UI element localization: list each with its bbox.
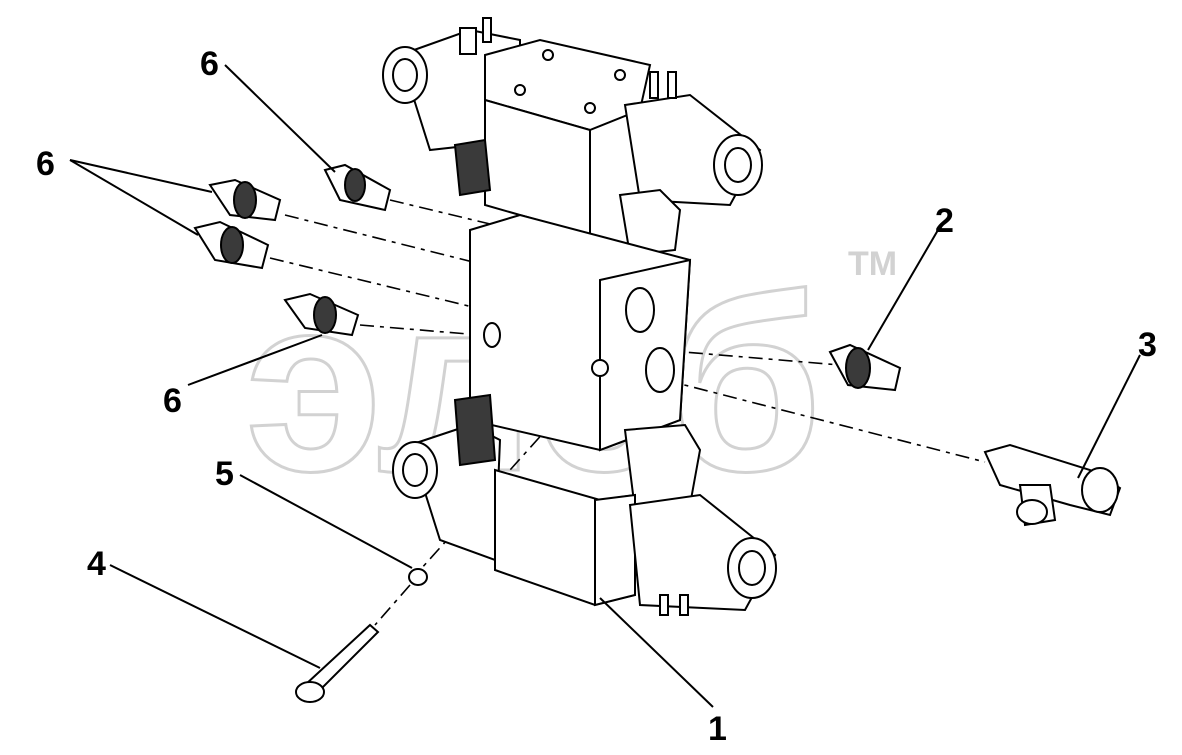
callout-3: 3: [1138, 326, 1157, 364]
watermark-trademark: TM: [848, 245, 897, 283]
fitting-6-upper-left: [208, 178, 282, 222]
callout-6-left: 6: [36, 145, 55, 183]
screw-4: [295, 623, 380, 703]
valve-block-assembly: [382, 17, 777, 616]
callouts: 6 6 6 2 3 5 4 1: [36, 45, 1157, 748]
leader-lines: [69, 64, 1141, 708]
tee-fitting-3: [983, 443, 1122, 527]
fitting-6-middle-left: [193, 220, 270, 270]
callout-4: 4: [87, 545, 106, 583]
callout-1: 1: [708, 710, 727, 748]
o-ring-5: [408, 568, 428, 586]
callout-6-lower: 6: [163, 382, 182, 420]
callout-6-top: 6: [200, 45, 219, 83]
fitting-6-lower: [283, 292, 360, 337]
fitting-6-top: [323, 163, 392, 212]
fitting-2: [828, 343, 902, 392]
callout-5: 5: [215, 455, 234, 493]
callout-2: 2: [935, 202, 954, 240]
